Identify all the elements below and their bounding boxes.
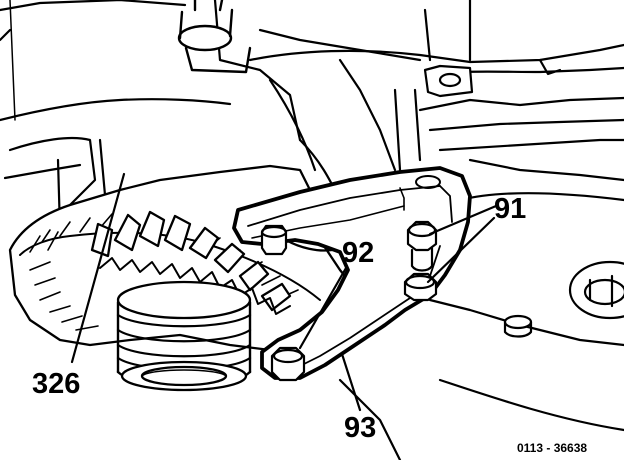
leader-326 <box>70 172 126 364</box>
callout-91: 91 <box>494 193 526 225</box>
callout-92: 92 <box>342 237 374 269</box>
leader-92 <box>298 266 348 350</box>
bracket <box>232 166 472 380</box>
right-hub <box>568 260 624 320</box>
callout-93: 93 <box>344 412 376 444</box>
right-lug <box>423 58 562 98</box>
callout-326: 326 <box>32 368 80 400</box>
bolt-lower <box>270 346 306 382</box>
figure-reference: 0113 - 36638 <box>517 441 587 455</box>
leader-91a <box>428 204 498 236</box>
leader-91b <box>426 216 496 284</box>
bolt-92 <box>260 224 334 256</box>
bolt-91-upper <box>406 220 438 272</box>
upper-hose <box>177 0 252 74</box>
leader-93 <box>340 352 362 412</box>
leader-lines <box>70 172 498 412</box>
bolt-91-lower <box>403 272 438 302</box>
bolt-lower-right <box>503 314 533 338</box>
